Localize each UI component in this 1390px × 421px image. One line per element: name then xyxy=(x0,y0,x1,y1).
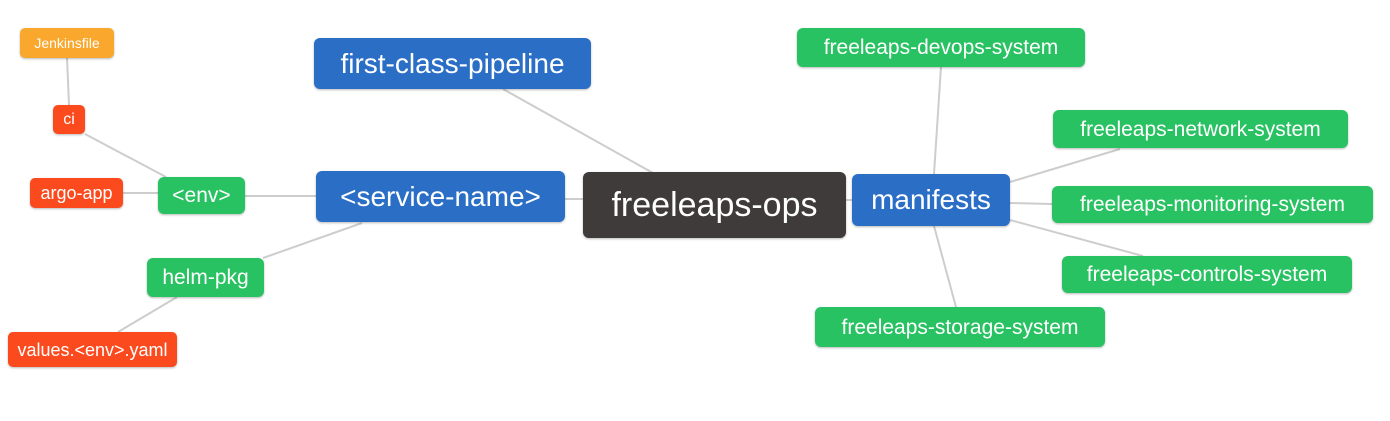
edge-manifests-network xyxy=(1009,148,1121,183)
node-ci-label: ci xyxy=(63,110,75,128)
node-service-name-label: <service-name> xyxy=(340,180,541,212)
node-first-class-pipeline[interactable]: first-class-pipeline xyxy=(314,38,591,89)
node-manifests[interactable]: manifests xyxy=(852,174,1010,226)
node-freeleaps-storage-system[interactable]: freeleaps-storage-system xyxy=(815,307,1105,347)
node-jenkinsfile[interactable]: Jenkinsfile xyxy=(20,28,114,58)
node-ci[interactable]: ci xyxy=(53,105,85,134)
edge-manifests-monitoring xyxy=(1009,202,1053,205)
node-freeleaps-storage-system-label: freeleaps-storage-system xyxy=(841,315,1079,339)
node-helm-pkg[interactable]: helm-pkg xyxy=(147,258,264,297)
node-jenkinsfile-label: Jenkinsfile xyxy=(34,35,100,51)
node-freeleaps-devops-system-label: freeleaps-devops-system xyxy=(823,36,1059,59)
node-env-label: <env> xyxy=(172,184,231,207)
node-freeleaps-network-system-label: freeleaps-network-system xyxy=(1080,117,1321,141)
edge-manifests-controls xyxy=(1009,219,1144,257)
edge-manifests-devops xyxy=(933,66,942,175)
node-freeleaps-devops-system[interactable]: freeleaps-devops-system xyxy=(797,28,1085,67)
node-env[interactable]: <env> xyxy=(158,177,245,214)
node-freeleaps-network-system[interactable]: freeleaps-network-system xyxy=(1053,110,1348,148)
edge-ci-env xyxy=(84,133,167,178)
edge-values-helm-pkg xyxy=(117,296,178,333)
node-freeleaps-controls-system[interactable]: freeleaps-controls-system xyxy=(1062,256,1352,293)
node-manifests-label: manifests xyxy=(871,184,991,215)
node-freeleaps-ops-label: freeleaps-ops xyxy=(611,186,818,224)
node-freeleaps-monitoring-system[interactable]: freeleaps-monitoring-system xyxy=(1052,186,1373,223)
node-argo-app[interactable]: argo-app xyxy=(30,178,123,208)
node-values-env-yaml[interactable]: values.<env>.yaml xyxy=(8,332,177,367)
node-argo-app-label: argo-app xyxy=(40,183,113,203)
edge-jenkinsfile-ci xyxy=(66,57,70,106)
node-values-env-yaml-label: values.<env>.yaml xyxy=(17,339,168,360)
node-service-name[interactable]: <service-name> xyxy=(316,171,565,222)
edge-helm-pkg-service-name xyxy=(262,222,363,259)
node-freeleaps-ops-root[interactable]: freeleaps-ops xyxy=(583,172,846,238)
node-freeleaps-controls-system-label: freeleaps-controls-system xyxy=(1086,263,1328,286)
node-freeleaps-monitoring-system-label: freeleaps-monitoring-system xyxy=(1080,193,1345,216)
node-first-class-pipeline-label: first-class-pipeline xyxy=(340,47,565,79)
edge-manifests-storage xyxy=(933,225,957,308)
node-helm-pkg-label: helm-pkg xyxy=(162,266,249,289)
edge-pipeline-root xyxy=(502,88,654,174)
